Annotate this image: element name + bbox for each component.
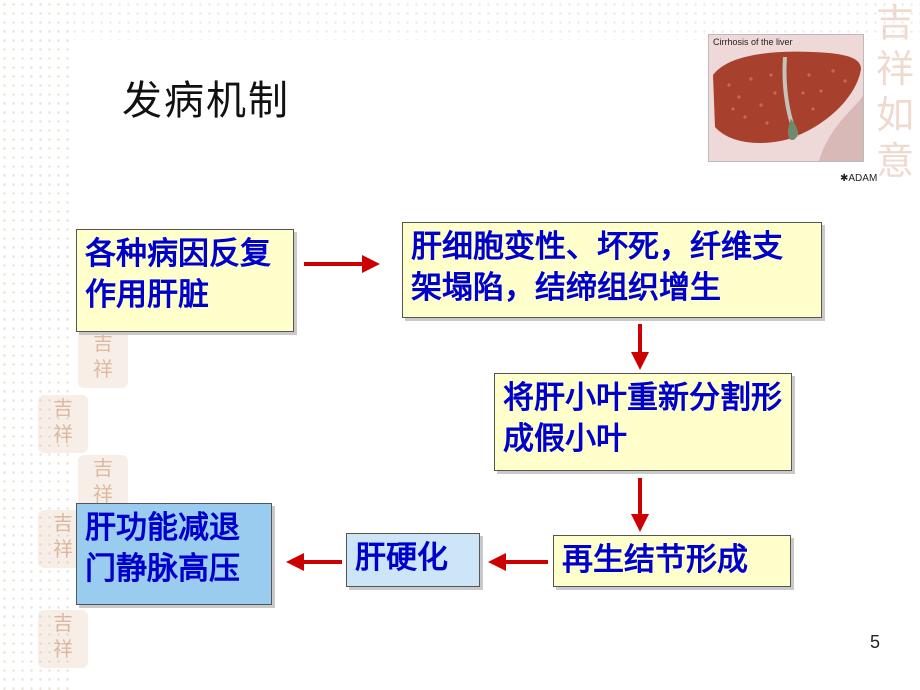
arrow-right-icon <box>304 255 380 273</box>
page-number: 5 <box>870 632 881 652</box>
seal-stamp-decoration: 吉祥 <box>38 395 88 453</box>
lobule-division-box: 将肝小叶重新分割形成假小叶 <box>494 373 792 471</box>
cirrhosis-box: 肝硬化 <box>346 533 480 587</box>
causes-box: 各种病因反复作用肝脏 <box>76 229 294 332</box>
background-texture-left <box>0 0 70 690</box>
background-texture-top <box>70 0 920 40</box>
hepatocyte-damage-box: 肝细胞变性、坏死，纤维支架塌陷，结缔组织增生 <box>402 222 822 318</box>
seal-stamp-decoration: 吉祥 <box>38 610 88 668</box>
liver-illustration <box>709 35 863 161</box>
seal-stamp-decoration: 吉祥 <box>78 330 128 388</box>
liver-cirrhosis-image: Cirrhosis of the liver <box>708 34 864 162</box>
decorative-calligraphy: 吉祥如意 <box>875 1 914 183</box>
regeneration-box: 再生结节形成 <box>553 535 791 587</box>
image-caption: Cirrhosis of the liver <box>713 37 793 47</box>
outcome-box: 肝功能减退门静脉高压 <box>76 503 272 605</box>
arrow-down-icon <box>631 324 649 370</box>
arrow-down-icon <box>631 478 649 532</box>
arrow-left-icon <box>488 553 548 571</box>
slide-title: 发病机制 <box>122 78 290 124</box>
arrow-left-icon <box>286 553 342 571</box>
image-credit: ✱ADAM <box>840 173 878 184</box>
